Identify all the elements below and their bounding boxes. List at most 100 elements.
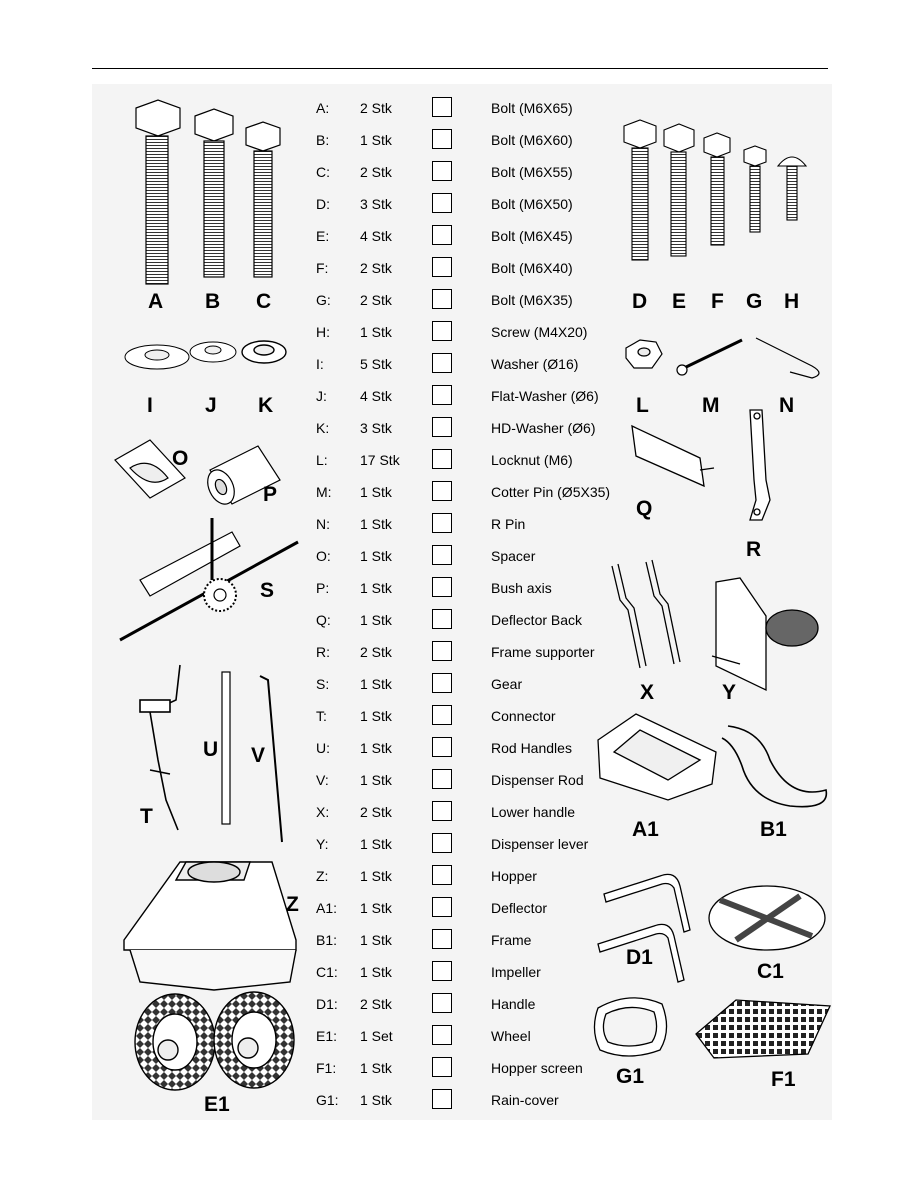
part-label-z: Z xyxy=(286,893,299,916)
checklist-checkbox[interactable] xyxy=(432,321,452,341)
part-quantity: 1 Stk xyxy=(360,868,392,884)
checklist-checkbox[interactable] xyxy=(432,353,452,373)
checklist-checkbox[interactable] xyxy=(432,673,452,693)
rain-cover-g1-illustration xyxy=(593,997,668,1057)
dispenser-rod-v-illustration xyxy=(259,675,283,843)
part-code: Q: xyxy=(316,612,331,628)
washer-k-illustration xyxy=(241,340,287,364)
part-code: T: xyxy=(316,708,327,724)
list-item: P: 1 Stk Bush axis xyxy=(0,576,918,608)
part-code: V: xyxy=(316,772,329,788)
part-description: Wheel xyxy=(491,1028,531,1044)
spacer-o-illustration xyxy=(114,439,186,499)
bolt-a-illustration xyxy=(135,99,181,285)
part-label-k: K xyxy=(258,394,274,417)
checklist-checkbox[interactable] xyxy=(432,577,452,597)
part-label-x: X xyxy=(640,681,655,704)
checklist-checkbox[interactable] xyxy=(432,1089,452,1109)
part-quantity: 1 Stk xyxy=(360,548,392,564)
wheels-e1-illustration xyxy=(134,991,295,1091)
header-rule xyxy=(92,68,828,69)
checklist-checkbox[interactable] xyxy=(432,929,452,949)
part-quantity: 3 Stk xyxy=(360,420,392,436)
handle-d1-illustration xyxy=(597,873,691,983)
part-code: A: xyxy=(316,100,330,116)
part-quantity: 1 Stk xyxy=(360,740,392,756)
part-quantity: 2 Stk xyxy=(360,260,392,276)
checklist-checkbox[interactable] xyxy=(432,385,452,405)
checklist-checkbox[interactable] xyxy=(432,161,452,181)
part-label-i: I xyxy=(147,394,153,417)
part-description: Screw (M4X20) xyxy=(491,324,588,340)
part-quantity: 1 Stk xyxy=(360,772,392,788)
checklist-checkbox[interactable] xyxy=(432,193,452,213)
part-code: I: xyxy=(316,356,324,372)
checklist-checkbox[interactable] xyxy=(432,1057,452,1077)
part-code: P: xyxy=(316,580,330,596)
part-label-d: D xyxy=(632,290,648,313)
checklist-checkbox[interactable] xyxy=(432,225,452,245)
checklist-checkbox[interactable] xyxy=(432,833,452,853)
part-quantity: 3 Stk xyxy=(360,196,392,212)
checklist-checkbox[interactable] xyxy=(432,97,452,117)
part-quantity: 1 Stk xyxy=(360,580,392,596)
part-quantity: 1 Stk xyxy=(360,1092,392,1108)
part-code: O: xyxy=(316,548,331,564)
checklist-checkbox[interactable] xyxy=(432,993,452,1013)
checklist-checkbox[interactable] xyxy=(432,257,452,277)
part-code: Z: xyxy=(316,868,329,884)
part-code: E1: xyxy=(316,1028,338,1044)
washer-i-illustration xyxy=(124,344,190,370)
checklist-checkbox[interactable] xyxy=(432,737,452,757)
checklist-checkbox[interactable] xyxy=(432,449,452,469)
checklist-checkbox[interactable] xyxy=(432,417,452,437)
part-label-a1: A1 xyxy=(632,818,659,841)
part-description: Bush axis xyxy=(491,580,552,596)
part-description: Impeller xyxy=(491,964,541,980)
checklist-checkbox[interactable] xyxy=(432,641,452,661)
part-label-o: O xyxy=(172,447,189,470)
checklist-checkbox[interactable] xyxy=(432,705,452,725)
part-code: S: xyxy=(316,676,330,692)
part-code: F: xyxy=(316,260,329,276)
checklist-checkbox[interactable] xyxy=(432,129,452,149)
checklist-checkbox[interactable] xyxy=(432,289,452,309)
checklist-checkbox[interactable] xyxy=(432,769,452,789)
checklist-checkbox[interactable] xyxy=(432,961,452,981)
checklist-checkbox[interactable] xyxy=(432,481,452,501)
checklist-checkbox[interactable] xyxy=(432,1025,452,1045)
bolt-e-illustration xyxy=(663,123,695,257)
part-description: Locknut (M6) xyxy=(491,452,573,468)
part-quantity: 5 Stk xyxy=(360,356,392,372)
part-code: J: xyxy=(316,388,327,404)
part-description: Deflector Back xyxy=(491,612,583,628)
part-quantity: 1 Stk xyxy=(360,676,392,692)
part-code: M: xyxy=(316,484,332,500)
part-code: E: xyxy=(316,228,330,244)
part-description: Connector xyxy=(491,708,556,724)
r-pin-n-illustration xyxy=(755,337,820,379)
part-label-y: Y xyxy=(722,681,737,704)
part-quantity: 1 Stk xyxy=(360,1060,392,1076)
part-code: X: xyxy=(316,804,330,820)
part-label-h: H xyxy=(784,290,800,313)
part-description: Hopper screen xyxy=(491,1060,583,1076)
checklist-checkbox[interactable] xyxy=(432,865,452,885)
rod-handles-u-illustration xyxy=(221,671,231,825)
checklist-checkbox[interactable] xyxy=(432,897,452,917)
checklist-checkbox[interactable] xyxy=(432,801,452,821)
part-code: L: xyxy=(316,452,328,468)
checklist-checkbox[interactable] xyxy=(432,609,452,629)
checklist-checkbox[interactable] xyxy=(432,545,452,565)
checklist-checkbox[interactable] xyxy=(432,513,452,533)
part-quantity: 4 Stk xyxy=(360,228,392,244)
part-quantity: 2 Stk xyxy=(360,164,392,180)
part-quantity: 1 Stk xyxy=(360,964,392,980)
